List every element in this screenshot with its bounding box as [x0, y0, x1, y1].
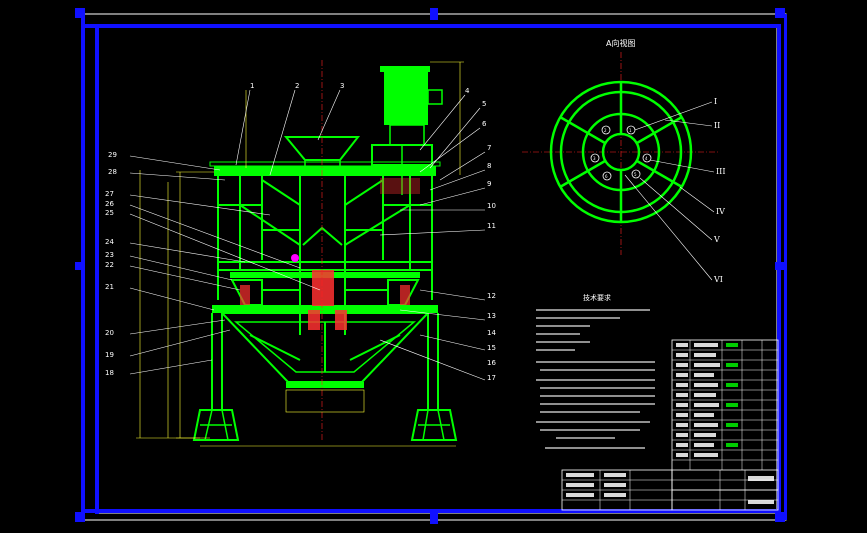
callout-label: 14 — [487, 329, 496, 337]
callout-label: 4 — [465, 87, 470, 95]
callout-label: 29 — [108, 151, 117, 159]
right-callouts: 1 2 3 4 5 6 7 8 9 10 11 12 13 14 15 16 1… — [250, 82, 496, 382]
callout-label: 5 — [482, 100, 486, 108]
motor-body — [384, 70, 428, 125]
drawing-frame — [75, 8, 787, 524]
view-label: V — [713, 235, 720, 244]
callout-label: 24 — [105, 238, 114, 246]
technical-requirements: 技术要求 — [536, 293, 655, 449]
callout-label: 12 — [487, 292, 496, 300]
callout-label: 28 — [108, 168, 117, 176]
hole-number: 3 — [593, 156, 596, 161]
leader-lines — [129, 89, 486, 381]
view-label: VI — [713, 275, 723, 284]
callout-label: 16 — [487, 359, 496, 367]
lower-flange — [212, 305, 438, 313]
dimension-lines — [136, 61, 464, 447]
tech-title: 技术要求 — [583, 293, 611, 302]
callout-label: 20 — [105, 329, 114, 337]
callout-label: 8 — [487, 162, 491, 170]
hole-number: 4 — [645, 156, 648, 161]
callout-label: 15 — [487, 344, 496, 352]
callout-label: 1 — [250, 82, 254, 90]
left-callouts: 29 28 27 26 25 24 23 22 21 20 19 18 — [105, 151, 117, 377]
callout-label: 21 — [105, 283, 114, 291]
title-block — [561, 339, 779, 511]
callout-label: 27 — [105, 190, 114, 198]
view-label: IV — [716, 207, 725, 216]
callout-label: 3 — [340, 82, 344, 90]
view-label: II — [714, 121, 720, 130]
callout-label: 13 — [487, 312, 496, 320]
callout-label: 26 — [105, 200, 114, 208]
callout-label: 10 — [487, 202, 496, 210]
top-plate — [214, 166, 436, 176]
hole-number: 5 — [634, 172, 637, 177]
machine-elevation-view — [192, 66, 458, 441]
callout-label: 18 — [105, 369, 114, 377]
machine-section-details — [240, 60, 420, 440]
callout-label: 19 — [105, 351, 114, 359]
callout-label: 9 — [487, 180, 491, 188]
view-label: I — [714, 97, 717, 106]
a-direction-view: A向视图 1 2 3 4 5 6 — [522, 38, 725, 284]
callout-label: 22 — [105, 261, 114, 269]
callout-label: 23 — [105, 251, 114, 259]
view-label: III — [716, 167, 725, 176]
hole-number: 6 — [605, 174, 608, 179]
callout-label: 25 — [105, 209, 114, 217]
hole-number: 2 — [604, 128, 607, 133]
hole-number: 1 — [629, 128, 632, 133]
view-title: A向视图 — [606, 38, 635, 48]
callout-label: 11 — [487, 222, 496, 230]
callout-label: 17 — [487, 374, 496, 382]
callout-label: 7 — [487, 144, 491, 152]
callout-label: 6 — [482, 120, 487, 128]
callout-label: 2 — [295, 82, 299, 90]
